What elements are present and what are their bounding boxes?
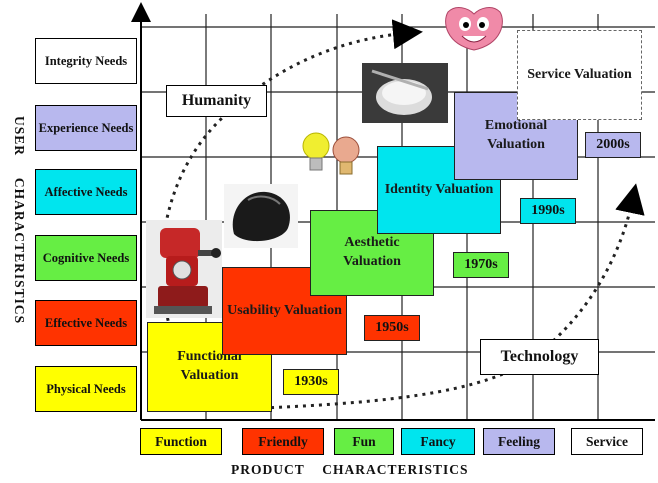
y-axis-word-user: USER bbox=[12, 115, 27, 156]
x-axis-word-product: PRODUCT bbox=[231, 462, 305, 477]
y-axis-title: USER CHARACTERISTICS bbox=[0, 95, 27, 345]
need-affective: Affective Needs bbox=[35, 169, 137, 215]
service-valuation: Service Valuation bbox=[517, 30, 642, 120]
need-integrity: Integrity Needs bbox=[35, 38, 137, 84]
axes bbox=[131, 2, 655, 421]
usability-valuation: Usability Valuation bbox=[222, 267, 347, 355]
smiley-face-icon bbox=[445, 7, 503, 51]
era-2000s: 2000s bbox=[585, 132, 641, 158]
era-1930s: 1930s bbox=[283, 369, 339, 395]
era-1970s: 1970s bbox=[453, 252, 509, 278]
legend-function: Function bbox=[140, 428, 222, 455]
need-physical: Physical Needs bbox=[35, 366, 137, 412]
legend-fun: Fun bbox=[334, 428, 394, 455]
mouse-icon bbox=[224, 184, 298, 248]
legend-friendly: Friendly bbox=[242, 428, 324, 455]
lemon-squeezer-icon bbox=[362, 63, 448, 123]
need-experience: Experience Needs bbox=[35, 105, 137, 151]
humanity-trend-arrow bbox=[160, 19, 423, 401]
technology-trend-arrow bbox=[214, 183, 645, 412]
x-axis-title: PRODUCT CHARACTERISTICS bbox=[231, 462, 469, 478]
legend-fancy: Fancy bbox=[401, 428, 475, 455]
y-axis-word-characteristics: CHARACTERISTICS bbox=[12, 177, 27, 325]
humanity-label: Humanity bbox=[166, 85, 267, 117]
x-axis-word-characteristics: CHARACTERISTICS bbox=[322, 462, 469, 477]
light-bulbs-icon bbox=[302, 132, 360, 175]
aesthetic-valuation: Aesthetic Valuation bbox=[310, 210, 434, 296]
legend-service: Service bbox=[571, 428, 643, 455]
need-cognitive: Cognitive Needs bbox=[35, 235, 137, 281]
legend-feeling: Feeling bbox=[483, 428, 555, 455]
era-1950s: 1950s bbox=[364, 315, 420, 341]
technology-label: Technology bbox=[480, 339, 599, 375]
coffee-grinder-icon bbox=[146, 220, 222, 318]
era-1990s: 1990s bbox=[520, 198, 576, 224]
need-effective: Effective Needs bbox=[35, 300, 137, 346]
